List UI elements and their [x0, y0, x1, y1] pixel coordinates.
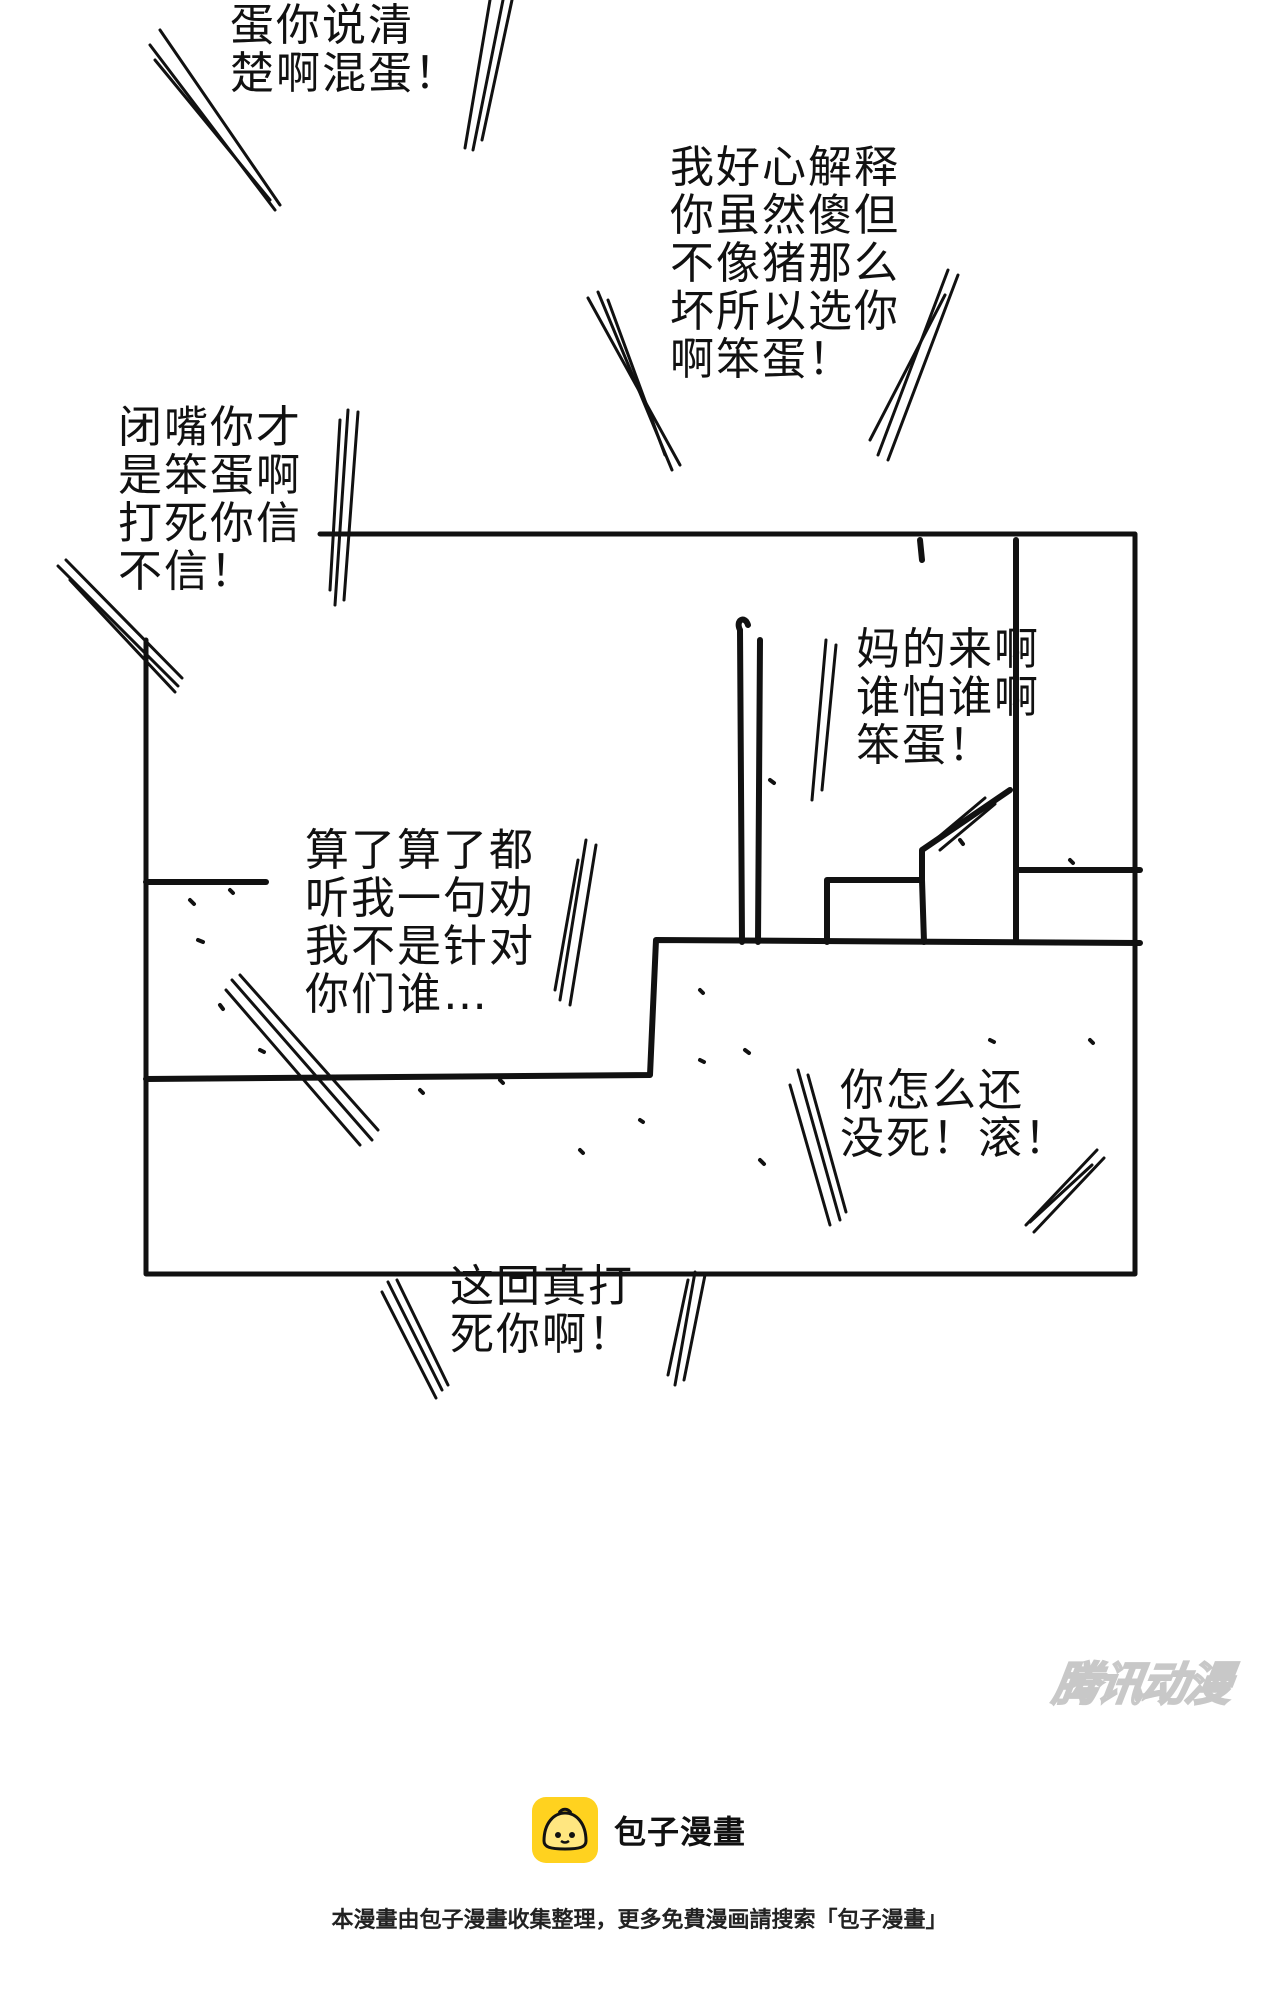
bubble-4-line-1: 妈的来啊: [856, 624, 1040, 675]
speech-bubble-3: 闭嘴你才 是笨蛋啊 打死你信 不信！: [118, 404, 302, 596]
bubble-3-line-4: 不信！: [118, 546, 256, 597]
bubble-7-line-2: 死你啊！: [450, 1309, 634, 1360]
footer-note: 本漫畫由包子漫畫收集整理，更多免費漫画請搜索「包子漫畫」: [331, 1908, 948, 1933]
bubble-2-line-1: 我好心解释: [670, 142, 900, 193]
bubble-5-line-1: 算了算了都: [305, 825, 535, 876]
bubble-2-line-5: 啊笨蛋！: [670, 334, 854, 385]
brand-name: 包子漫畫: [614, 1813, 747, 1851]
tencent-comic-watermark: 腾讯动漫: [1049, 1656, 1235, 1712]
room-lines: [143, 537, 1143, 1082]
bubble-2-line-4: 坏所以选你: [670, 286, 900, 337]
bubble-5-line-4: 你们谁…: [305, 969, 489, 1020]
bubble-6-line-1: 你怎么还: [840, 1065, 1024, 1116]
speech-bubble-7: 这回真打 死你啊！: [450, 1263, 634, 1359]
bubble-3-line-2: 是笨蛋啊: [118, 450, 302, 501]
bubble-6-line-2: 没死！滚！: [840, 1113, 1070, 1164]
speech-bubble-6: 你怎么还 没死！滚！: [840, 1067, 1070, 1163]
bubble-3-line-1: 闭嘴你才: [118, 402, 302, 453]
bubble-5-line-3: 我不是针对: [305, 921, 535, 972]
bubble-2-line-2: 你虽然傻但: [670, 190, 900, 241]
bun-face-icon: [532, 1797, 598, 1863]
speech-bubble-1: 蛋你说清 楚啊混蛋！: [230, 2, 460, 98]
brand-link[interactable]: 包子漫畫: [532, 1796, 746, 1864]
speech-bubble-2: 我好心解释 你虽然傻但 不像猪那么 坏所以选你 啊笨蛋！: [670, 144, 900, 384]
bubble-4-line-2: 谁怕谁啊: [856, 672, 1040, 723]
bubble-5-line-2: 听我一句劝: [305, 873, 535, 924]
bubble-1-line-2: 楚啊混蛋！: [230, 48, 460, 99]
speed-lines: [56, 0, 1106, 1400]
bubble-3-line-3: 打死你信: [118, 498, 302, 549]
speech-bubble-5: 算了算了都 听我一句劝 我不是针对 你们谁…: [305, 827, 535, 1019]
bubble-7-line-1: 这回真打: [450, 1261, 634, 1312]
ink-speckles: [188, 778, 1095, 1166]
bubble-1-line-1: 蛋你说清: [230, 0, 414, 51]
panel-frame: [143, 531, 1138, 1277]
bubble-2-line-3: 不像猪那么: [670, 238, 900, 289]
bubble-4-line-3: 笨蛋！: [856, 720, 994, 771]
speech-bubble-4: 妈的来啊 谁怕谁啊 笨蛋！: [856, 626, 1040, 770]
